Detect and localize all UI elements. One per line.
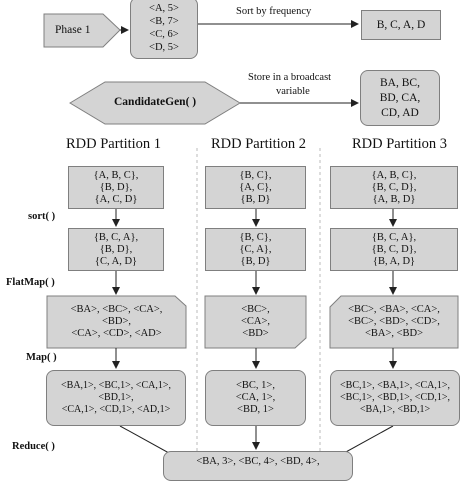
itemset: {B, A, D} (372, 255, 416, 267)
reduce-result-line: <BA, 3>, <BC, 4>, <BD, 4>, (196, 456, 320, 467)
pair-line: <BA>, <BC>, <CA>, (70, 304, 163, 315)
itemset: {A, C}, (239, 181, 272, 193)
itemset: {B, C}, (239, 169, 272, 181)
pair-line: <BD> (242, 328, 269, 339)
pair-count-line: <CA,1>, <CD,1>, <AD,1> (61, 404, 171, 415)
pair-count-line: <CA, 1>, (235, 392, 276, 403)
step-sort-label: sort( ) (28, 211, 56, 222)
p2-sorted-box: {B, C}, {C, A}, {B, D} (205, 228, 306, 271)
pair-count-line: <BA,1>, <BC,1>, <CA,1>, (61, 380, 171, 391)
pair-count-line: <BD,1>, (98, 392, 134, 403)
p1-flatmap-text: <BA>, <BC>, <CA>, <BD>, <CA>, <CD>, <AD> (48, 297, 185, 347)
broadcast-line: BD, CA, (379, 91, 421, 104)
phase1-label: Phase 1 (55, 24, 91, 36)
pair-line: <BC>, <BA>, <CA>, (348, 304, 440, 315)
p1-sorted-box: {B, C, A}, {B, D}, {C, A, D} (68, 228, 164, 271)
pair-line: <BC>, (241, 304, 270, 315)
itemset: {B, C, A}, (371, 231, 417, 243)
p3-sorted-box: {B, C, A}, {B, C, D}, {B, A, D} (330, 228, 458, 271)
pair-count-line: <BC, 1>, (236, 380, 275, 391)
candidate-count: <A, 5> (149, 3, 179, 14)
itemset: {B, D} (240, 255, 271, 267)
itemset: {B, D} (240, 193, 271, 205)
sort-note: Sort by frequency (236, 6, 312, 17)
sorted-items-box: B, C, A, D (361, 10, 441, 40)
broadcast-line: CD, AD (381, 106, 419, 119)
partition-title-1: RDD Partition 1 (66, 136, 162, 152)
p3-input-box: {A, B, C}, {B, C, D}, {A, B, D} (330, 166, 458, 209)
candidate-count: <C, 6> (149, 29, 179, 40)
pair-line: <BC>, <BD>, <CD>, (348, 316, 440, 327)
candidate-count: <D, 5> (149, 42, 179, 53)
partition-title-3: RDD Partition 3 (352, 136, 448, 152)
partition-title-2: RDD Partition 2 (211, 136, 307, 152)
step-flatmap-label: FlatMap( ) (6, 277, 55, 288)
pair-line: <CA>, (240, 316, 271, 327)
pair-count-line: <BA,1>, <BD,1> (359, 404, 431, 415)
pair-line: <BD>, (101, 316, 132, 327)
itemset: {A, B, D} (372, 193, 416, 205)
itemset: {B, C, A}, (93, 231, 139, 243)
flatmap-shape-1 (46, 295, 187, 349)
broadcast-box: BA, BC, BD, CA, CD, AD (360, 70, 440, 126)
p2-flatmap-text: <BC>, <CA>, <BD> (206, 297, 305, 347)
p1-input-box: {A, B, C}, {B, D}, {A, C, D} (68, 166, 164, 209)
p3-map-box: <BC,1>, <BA,1>, <CA,1>, <BC,1>, <BD,1>, … (330, 370, 460, 426)
step-reduce-label: Reduce( ) (12, 441, 55, 452)
pair-count-line: <BD, 1> (237, 404, 274, 415)
itemset: {B, C, D}, (371, 243, 417, 255)
itemset: {A, B, C}, (371, 169, 417, 181)
pair-count-line: <BC,1>, <BD,1>, <CD,1>, (340, 392, 450, 403)
flatmap-shape-3 (329, 295, 459, 349)
itemset: {B, D}, (99, 181, 133, 193)
itemset: {C, A}, (239, 243, 272, 255)
candidate-count: <B, 7> (149, 16, 179, 27)
phase1-shape (43, 13, 121, 48)
p1-map-box: <BA,1>, <BC,1>, <CA,1>, <BD,1>, <CA,1>, … (46, 370, 186, 426)
store-note-line2: variable (276, 86, 310, 97)
itemset: {B, C, D}, (371, 181, 417, 193)
candidate-counts-box: <A, 5> <B, 7> <C, 6> <D, 5> (130, 0, 198, 59)
p2-input-box: {B, C}, {A, C}, {B, D} (205, 166, 306, 209)
p2-map-box: <BC, 1>, <CA, 1>, <BD, 1> (205, 370, 306, 426)
itemset: {C, A, D} (94, 255, 138, 267)
store-note-line1: Store in a broadcast (248, 72, 332, 83)
flatmap-shape-2 (204, 295, 307, 349)
sorted-items: B, C, A, D (376, 19, 426, 31)
itemset: {B, D}, (99, 243, 133, 255)
itemset: {A, C, D} (94, 193, 138, 205)
itemset: {B, C}, (239, 231, 272, 243)
candidategen-label: CandidateGen( ) (114, 96, 197, 108)
pair-line: <CA>, <CD>, <AD> (71, 328, 162, 339)
pair-line: <BA>, <BD> (364, 328, 424, 339)
pair-count-line: <BC,1>, <BA,1>, <CA,1>, (340, 380, 450, 391)
step-map-label: Map( ) (26, 352, 57, 363)
broadcast-line: BA, BC, (380, 76, 420, 89)
p3-flatmap-text: <BC>, <BA>, <CA>, <BC>, <BD>, <CD>, <BA>… (331, 297, 457, 347)
itemset: {A, B, C}, (93, 169, 139, 181)
reduce-result-box: <BA, 3>, <BC, 4>, <BD, 4>, (163, 451, 353, 481)
